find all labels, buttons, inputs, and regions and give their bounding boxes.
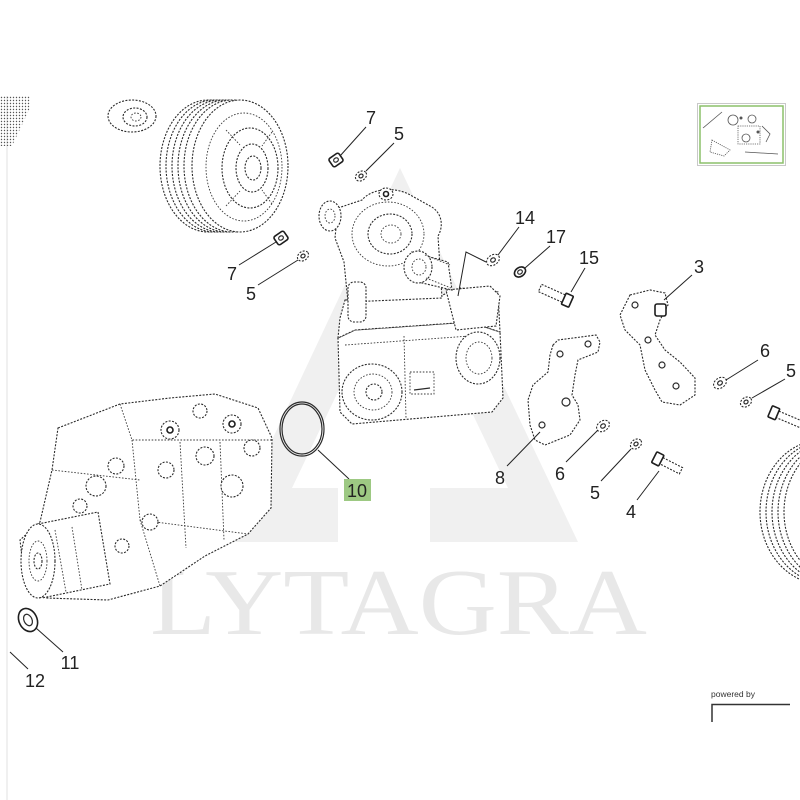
callout-11[interactable]: 11 — [35, 627, 80, 673]
leader-line — [317, 449, 350, 480]
hatch-texture — [0, 96, 30, 146]
leader-line — [35, 627, 64, 653]
callout-label: 5 — [246, 284, 256, 304]
callout-5[interactable]: 5 — [590, 448, 632, 503]
callout-highlight — [344, 479, 371, 501]
leader-line — [725, 359, 759, 381]
powered-by-logo-frame — [711, 703, 790, 722]
callout-5[interactable]: 5 — [365, 124, 404, 172]
leader-line — [257, 259, 299, 286]
diagram-thumbnail[interactable] — [697, 103, 786, 166]
callout-15[interactable]: 15 — [570, 248, 599, 293]
callout-7[interactable]: 7 — [339, 108, 376, 157]
leader-line — [524, 245, 551, 269]
leader-line — [238, 241, 277, 266]
bolt-part-right — [767, 405, 800, 429]
callout-label: 5 — [786, 361, 796, 381]
powered-by-badge[interactable]: powered by — [711, 689, 790, 722]
bracket-part-3 — [619, 289, 696, 406]
callout-label: 17 — [546, 227, 566, 247]
gearbox-part — [318, 187, 504, 425]
callout-6[interactable]: 6 — [725, 341, 770, 381]
callout-label: 14 — [515, 208, 535, 228]
callout-5[interactable]: 5 — [246, 259, 299, 304]
callout-7[interactable]: 7 — [227, 241, 277, 284]
callout-label: 6 — [760, 341, 770, 361]
callout-17[interactable]: 17 — [524, 227, 566, 269]
callout-label: 5 — [394, 124, 404, 144]
leader-line — [339, 126, 367, 157]
washer-part-5-top — [354, 170, 368, 182]
leader-line — [497, 226, 520, 256]
callout-14[interactable]: 14 — [497, 208, 535, 256]
callout-label: 8 — [495, 468, 505, 488]
powered-by-label: powered by — [711, 689, 756, 699]
pulley-part — [159, 99, 289, 233]
leader-line — [365, 142, 395, 172]
hydraulic-pump-part — [19, 393, 273, 601]
callout-4[interactable]: 4 — [626, 470, 660, 522]
callout-6[interactable]: 6 — [555, 429, 599, 484]
callout-label: 5 — [590, 483, 600, 503]
leader-line — [565, 429, 599, 463]
callout-label: 7 — [366, 108, 376, 128]
callout-label: 3 — [694, 257, 704, 277]
watermark-text: LYTAGRA — [150, 551, 647, 655]
bolt-part-4 — [651, 451, 684, 475]
leader-line — [9, 651, 29, 670]
leader-line — [663, 274, 693, 301]
callout-label: 12 — [25, 671, 45, 691]
bracket-part-8 — [527, 334, 601, 446]
leader-line — [636, 470, 660, 501]
thumbnail-viewport-frame — [699, 105, 784, 164]
o-ring-part — [279, 401, 325, 457]
callout-10[interactable]: 10 — [317, 449, 371, 501]
callout-label: 11 — [61, 653, 80, 673]
bearing-part-11 — [17, 607, 39, 633]
leader-line — [751, 378, 786, 399]
callout-5[interactable]: 5 — [751, 361, 796, 399]
leader-line — [506, 431, 541, 467]
callout-3[interactable]: 3 — [663, 257, 704, 301]
callout-label: 7 — [227, 264, 237, 284]
leader-line — [570, 267, 586, 293]
callout-label: 15 — [579, 248, 599, 268]
leader-line — [600, 448, 632, 482]
nut-part-17 — [513, 266, 527, 278]
pulley-part-right — [759, 444, 800, 580]
washer-part-14 — [486, 253, 500, 267]
nut-part-7-left — [273, 230, 289, 246]
washer-part-6-right — [713, 376, 727, 390]
callout-label: 4 — [626, 502, 636, 522]
bolt-part-15 — [537, 283, 574, 308]
callout-12[interactable]: 12 — [9, 651, 45, 691]
callout-8[interactable]: 8 — [495, 431, 541, 488]
thumbnail-preview — [702, 111, 779, 157]
nut-part-7-top — [328, 152, 344, 168]
washer-part-6-lower — [596, 419, 610, 433]
callout-label: 6 — [555, 464, 565, 484]
washer-part-5-right — [739, 396, 753, 408]
callout-label: 10 — [347, 481, 367, 501]
washer-part-5-left — [296, 250, 310, 262]
washer-part-5-lower — [629, 438, 643, 450]
bearing-part-top — [107, 99, 157, 133]
